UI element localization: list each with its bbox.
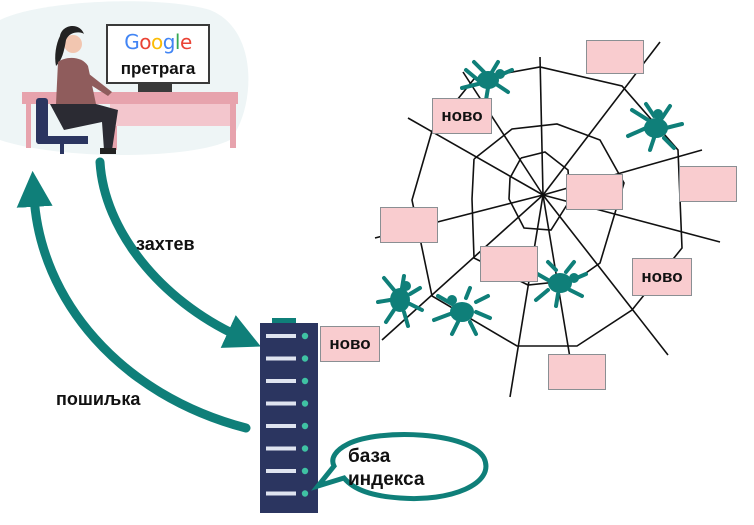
spider-icon [460, 60, 514, 102]
server-slot-bar [266, 469, 296, 473]
server-slot-bar [266, 491, 296, 496]
google-logo-letter: l [174, 30, 181, 54]
user-at-desk-illustration [22, 25, 238, 154]
server-led [301, 445, 309, 452]
web-page [480, 246, 538, 282]
search-caption: претрага [120, 59, 196, 78]
spider-icon [432, 286, 492, 336]
google-logo: Google [108, 30, 208, 54]
server-led [301, 490, 309, 497]
web-page [566, 174, 623, 210]
server-led [301, 332, 309, 340]
server-slot-bar [266, 334, 296, 338]
server-led [301, 400, 309, 407]
server-slot-bar [266, 356, 296, 361]
server-led [301, 422, 309, 430]
server-led [301, 355, 309, 362]
google-logo-letter: o [150, 30, 163, 54]
server-led [301, 377, 309, 385]
index-bubble-line1: база [348, 446, 391, 467]
web-page [548, 354, 606, 390]
index-bubble-line2: индекса [348, 469, 425, 490]
request-label: захтев [136, 234, 195, 254]
response-arrow [16, 170, 251, 433]
web-page-new: ново [432, 98, 492, 134]
spider-icon [532, 260, 588, 308]
google-logo-letter: o [139, 30, 151, 54]
spider-icon [376, 274, 424, 328]
response-label: пошиљка [56, 389, 141, 409]
web-page-new: ново [320, 326, 380, 362]
index-bubble-text: база индекса [348, 445, 458, 491]
web-page [679, 166, 737, 202]
web-page-new: ново [632, 258, 692, 296]
google-logo-letter: G [124, 30, 140, 54]
server-slot-bar [266, 424, 296, 428]
google-search-box: Google претрага [106, 24, 210, 84]
google-logo-letter: g [162, 30, 176, 54]
server-slot-bar [266, 379, 296, 383]
web-page [586, 40, 644, 74]
server-slot-bar [266, 446, 296, 451]
index-server [260, 318, 318, 513]
spider-icon [626, 102, 684, 152]
index-speech-bubble [310, 432, 489, 502]
web-page [380, 207, 438, 243]
request-arrow [95, 157, 261, 348]
google-logo-letter: e [179, 30, 192, 54]
server-slot-bar [266, 401, 296, 406]
server-led [301, 467, 309, 475]
